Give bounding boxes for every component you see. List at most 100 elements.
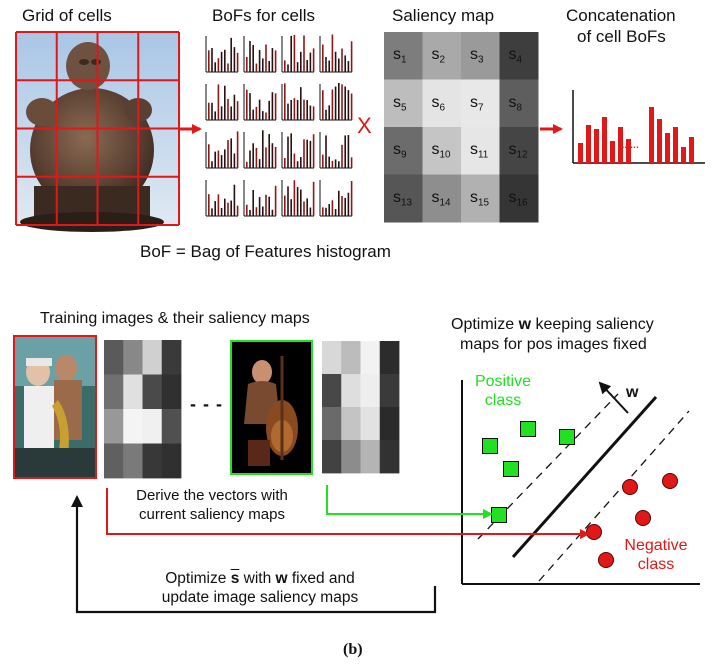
bof-bar [233, 184, 236, 216]
derive-line1: Derive the vectors with [136, 487, 288, 504]
bof-bar [217, 58, 220, 72]
concatenated-histogram [572, 90, 705, 164]
map-cell [104, 374, 124, 410]
saliency-cell [384, 79, 423, 128]
saliency-cell-letter: s [508, 141, 517, 158]
bof-bar [322, 207, 324, 216]
saliency-cell-label: s8 [509, 94, 523, 113]
bof-bar [224, 149, 226, 168]
bof-bar [306, 99, 308, 120]
bof-bar [227, 202, 229, 216]
bof-bar [325, 207, 327, 216]
map-cell [104, 443, 124, 479]
concat-bar [673, 127, 678, 163]
map-cell [123, 409, 143, 444]
bof-bar [303, 139, 305, 168]
saliency-cell-subscript: 3 [478, 54, 484, 66]
bof-bar [224, 49, 226, 72]
optimize-s-post: fixed and [287, 570, 355, 587]
optimize-s-symbol: s [230, 570, 240, 587]
saliency-cell-letter: s [393, 188, 401, 206]
optimize-s-bold: w [275, 570, 288, 587]
derive-label: Derive the vectors with current saliency… [112, 486, 312, 524]
bof-bar [344, 135, 346, 168]
bof-bar [290, 35, 292, 72]
bof-bar [309, 52, 312, 72]
optimize-s-label: Optimize s with w fixed and update image… [130, 569, 390, 607]
bof-bar [262, 206, 264, 216]
bof-bar [322, 44, 324, 72]
bof-bar [265, 194, 267, 216]
bof-bar [309, 105, 312, 120]
concat-bar [665, 133, 670, 163]
bof-bar [214, 201, 216, 216]
bof-bar [341, 84, 343, 120]
map-cell [341, 407, 361, 441]
bof-bar [293, 180, 296, 216]
positive-point [520, 421, 536, 437]
saliency-cell-letter: s [470, 141, 478, 158]
bof-bar [230, 138, 232, 168]
positive-points [482, 421, 575, 523]
bof-bar [227, 63, 229, 72]
bof-bar [211, 161, 213, 168]
optimize-s-mid: with [239, 570, 276, 587]
w-normal-arrow [598, 381, 629, 414]
saliency-map-title: Saliency map [392, 6, 495, 25]
saliency-cell [499, 32, 539, 80]
bof-bar [306, 198, 308, 216]
bof-bar [344, 197, 346, 216]
bof-bar [322, 90, 324, 120]
bof-bar [347, 192, 350, 216]
bof-bar [334, 159, 337, 168]
bof-bar [233, 47, 236, 72]
bof-bar [312, 106, 315, 120]
concat-bar [602, 117, 607, 163]
bof-bar [230, 200, 232, 216]
map-cell [322, 440, 342, 474]
bof-bar [252, 44, 254, 72]
bof-bar [331, 89, 334, 120]
bof-bar [296, 187, 299, 216]
bof-bar [347, 61, 350, 72]
map-cell [322, 374, 342, 408]
bof-bar [249, 209, 251, 216]
training-image-1-border [13, 335, 97, 479]
bof-bar [312, 181, 315, 216]
map-cell [142, 409, 163, 444]
bof-bar [350, 181, 353, 216]
concat-bar [626, 139, 631, 163]
bof-bar [262, 111, 264, 120]
bof-bar [217, 194, 220, 216]
concat-bar [618, 127, 623, 163]
bof-bar [249, 150, 251, 168]
saliency-cell [499, 79, 539, 128]
optimize-w-post: keeping saliency [531, 316, 654, 333]
map-cell [123, 443, 143, 479]
bof-bar [287, 136, 289, 168]
negative-point [598, 552, 614, 568]
bof-bar [350, 93, 353, 120]
saliency-cell [461, 79, 500, 128]
saliency-cell-label: s2 [432, 46, 446, 65]
map-cell [142, 340, 163, 375]
negative-line1: Negative [624, 537, 688, 554]
saliency-cell-label: s1 [393, 46, 407, 65]
map-cell [322, 407, 342, 441]
ellipsis: - - - [190, 394, 223, 414]
positive-point [559, 429, 575, 445]
bof-bar [347, 135, 350, 168]
update-black-arrow [71, 495, 437, 614]
bof-bar [265, 112, 267, 120]
bof-bar [262, 130, 264, 168]
bof-bar [325, 109, 327, 120]
bof-bar [208, 144, 210, 168]
bof-bar [268, 60, 270, 72]
concat-bar [578, 143, 583, 163]
bof-bar [246, 56, 248, 72]
saliency-cell-subscript: 1 [401, 54, 407, 66]
bof-bar [309, 140, 312, 168]
saliency-cell [384, 127, 423, 175]
bof-bar [249, 93, 251, 120]
